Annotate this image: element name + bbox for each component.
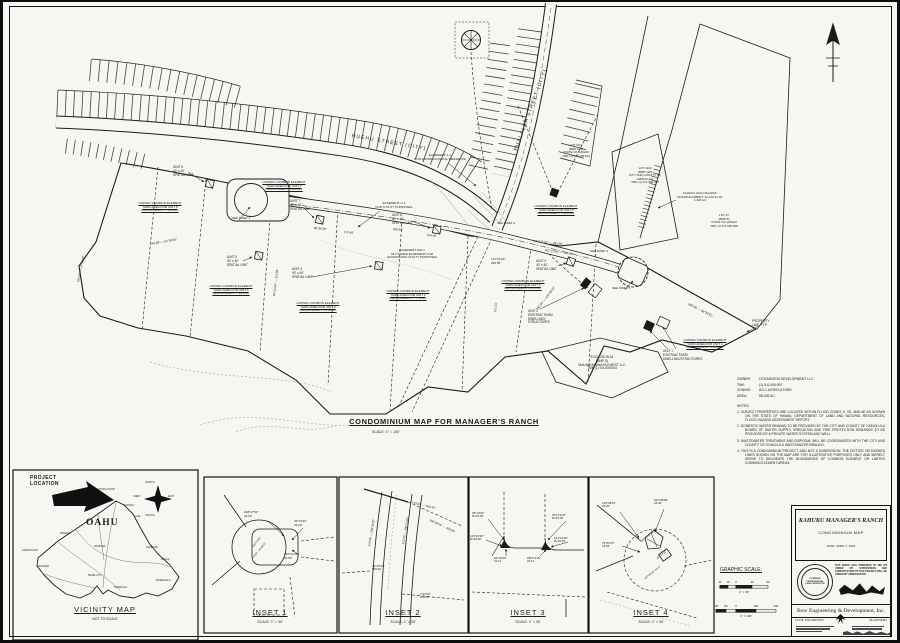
- company-address-smudge: [796, 626, 886, 633]
- date-value: APRIL 7, 2022: [835, 544, 856, 548]
- north-arrow-icon: [826, 22, 840, 82]
- huehu-street: [55, 115, 499, 223]
- inset-3-drawing: [471, 492, 587, 617]
- contour-lines: [149, 361, 393, 433]
- seal-line: PROFESSIONAL: [806, 580, 824, 583]
- cul-de-sac-1: [226, 178, 290, 222]
- drawing-date: DATE: APRIL 7, 2022: [796, 544, 886, 548]
- notes-heading: NOTES:: [737, 404, 750, 408]
- access-road: [257, 195, 634, 274]
- note-item: 4. THIS IS A CONDOMINIUM PROJECT, AND NO…: [737, 449, 885, 466]
- company-logo-icon: [836, 614, 845, 624]
- sheet-number-smudge: [843, 631, 891, 635]
- note-item: 3. WASTEWATER TREATMENT AND DISPOSAL WIL…: [737, 438, 885, 447]
- project-title: KAHUKU MANAGER'S RANCH: [798, 518, 884, 524]
- paper-sheet: [3, 2, 897, 640]
- water-tank: [454, 21, 490, 59]
- drawing-frame: [9, 6, 892, 637]
- notes-list: 1. SUBJECT PROPERTIES ARE LOCATED WITHIN…: [737, 410, 885, 466]
- inset-4-drawing: [595, 504, 713, 627]
- inset-boxes: [203, 476, 715, 634]
- role-planners: PLANNERS: [869, 618, 887, 622]
- inset-1-drawing: [211, 494, 335, 618]
- island-roads: [43, 502, 171, 591]
- pualalea-street: [491, 3, 557, 231]
- preparation-statement: THIS WORK WAS PREPARED BY ME OR UNDER MY…: [835, 564, 887, 576]
- parcel-boundary: [78, 162, 758, 415]
- farm-structures: [579, 277, 671, 332]
- common-element-dividers: [141, 51, 599, 413]
- seal-line: LICENSED: [809, 577, 821, 580]
- title-block-header: KAHUKU MANAGER'S RANCH CONDOMINIUM MAP D…: [795, 509, 887, 561]
- cul-de-sac-2: [617, 256, 649, 288]
- owner-info-row: OWNER:OCEANVIEW DEVELOPMENT LLC: [737, 377, 814, 381]
- leader-lines: [187, 162, 759, 557]
- date-label: DATE:: [826, 544, 836, 548]
- oahu-outline: [36, 500, 180, 599]
- project-location-arrow: [52, 481, 114, 512]
- seal-line: LAND SURVEYOR: [805, 583, 825, 586]
- subdivision-lot-grid: [56, 28, 603, 185]
- company-roles: CIVIL ENGINEERS PLANNERS: [795, 618, 887, 622]
- signature-mark: [839, 583, 885, 596]
- graphic-scale-bars: [715, 585, 777, 613]
- owner-info-row: ZONING:AG-1 AGRICULTURE: [737, 388, 792, 393]
- vicinity-map: [12, 469, 199, 641]
- notes-block: NOTES: 1. SUBJECT PROPERTIES ARE LOCATED…: [737, 404, 885, 468]
- owner-info-row: AREA:58.439 AC.: [737, 393, 776, 398]
- owner-info-row: TMK:(1) 5-6-006:057: [737, 382, 783, 387]
- spatial-unit-markers: [204, 178, 577, 271]
- title-block: KAHUKU MANAGER'S RANCH CONDOMINIUM MAP D…: [791, 505, 891, 637]
- inset-2-drawing: [341, 488, 465, 626]
- note-item: 2. DOMESTIC WATER DEMAND TO BE PROVIDED …: [737, 424, 885, 437]
- compass-rose-icon: [144, 485, 172, 513]
- note-item: 1. SUBJECT PROPERTIES ARE LOCATED WITHIN…: [737, 409, 885, 422]
- drawing-type: CONDOMINIUM MAP: [818, 530, 864, 535]
- adjoining-parcel-lines: [549, 15, 791, 330]
- role-civil-engineers: CIVIL ENGINEERS: [795, 618, 824, 622]
